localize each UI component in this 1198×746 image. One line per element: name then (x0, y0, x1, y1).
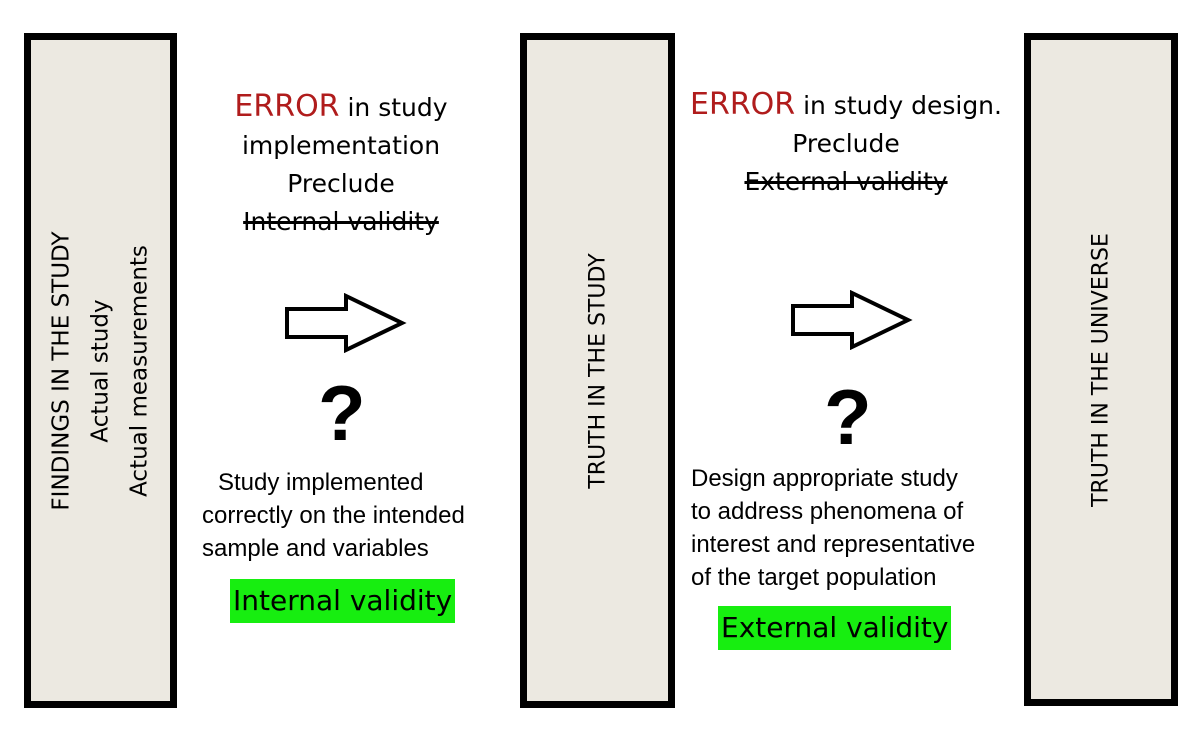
question-mark: ? (824, 373, 872, 461)
implementation-error-text: ERROR in study implementation Preclude I… (200, 88, 482, 241)
error-rest: in study design. (795, 91, 1002, 120)
right-arrow-icon (791, 290, 913, 350)
description-line: to address phenomena of (691, 498, 964, 525)
error-line-3: Preclude (287, 169, 395, 198)
truth-in-study-box: TRUTH IN THE STUDY (520, 33, 675, 708)
struck-internal-validity: Internal validity (243, 207, 439, 236)
description-line: interest and representative (691, 531, 976, 558)
findings-subtitle-2: Actual measurements (126, 244, 152, 497)
external-validity-badge: External validity (718, 606, 952, 650)
right-arrow-icon (285, 293, 407, 353)
findings-subtitle-1: Actual study (87, 298, 113, 443)
design-error-text: ERROR in study design. Preclude External… (682, 86, 1010, 201)
description-line: sample and variables (202, 535, 429, 562)
design-description: Design appropriate study to address phen… (691, 462, 975, 594)
struck-external-validity: External validity (744, 167, 948, 196)
truth-in-universe-label: TRUTH IN THE UNIVERSE (1088, 232, 1114, 507)
truth-in-universe-box: TRUTH IN THE UNIVERSE (1024, 33, 1178, 706)
error-word: ERROR (690, 87, 796, 122)
description-line: correctly on the intended (202, 502, 465, 529)
findings-title: FINDINGS IN THE STUDY (48, 230, 74, 511)
error-line-2: Preclude (792, 129, 900, 158)
description-line: Study implemented (218, 469, 424, 496)
truth-in-study-label: TRUTH IN THE STUDY (585, 252, 610, 489)
description-line: Design appropriate study (691, 465, 958, 492)
description-line: of the target population (691, 564, 937, 591)
question-mark: ? (318, 369, 366, 457)
internal-validity-badge: Internal validity (230, 579, 456, 623)
error-rest: in study (339, 93, 448, 122)
error-word: ERROR (234, 89, 340, 124)
findings-label: FINDINGS IN THE STUDY Actual study Actua… (42, 231, 159, 510)
findings-in-study-box: FINDINGS IN THE STUDY Actual study Actua… (24, 33, 177, 708)
implementation-description: Study implemented correctly on the inten… (202, 466, 465, 565)
error-line-2: implementation (241, 131, 441, 160)
